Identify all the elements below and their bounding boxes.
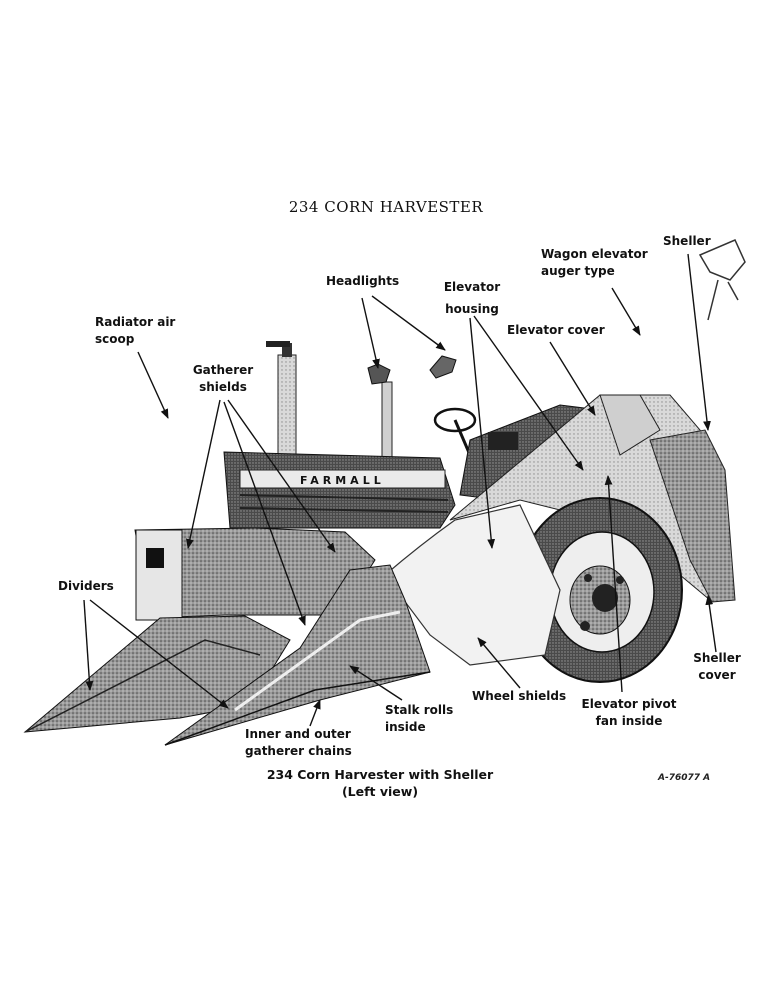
arrow-sheller [687, 253, 711, 431]
arrow-dividers-2 [89, 599, 229, 709]
label-stalk-rolls: Stalk rolls inside [385, 703, 454, 734]
figure-reference-number: A-76077 A [658, 773, 711, 783]
arrow-gatherer-shields-2 [223, 401, 306, 626]
steering-wheel [433, 407, 477, 456]
arrow-headlights-right [371, 295, 446, 351]
label-elevator-pivot: Elevator pivot fan inside [581, 697, 677, 728]
arrow-gatherer-shields-1 [186, 399, 221, 549]
figure-title: 234 CORN HARVESTER [288, 198, 484, 216]
arrow-headlights-left [361, 297, 380, 369]
label-radiator-air-scoop: Radiator air scoop [95, 315, 176, 346]
label-gatherer-chains: Inner and outer gatherer chains [245, 727, 352, 758]
label-sheller: Sheller [663, 234, 711, 248]
label-dividers: Dividers [58, 579, 114, 593]
arrow-elevator-pivot [604, 475, 623, 693]
exhaust-stack [266, 341, 297, 456]
tractor-hood: FARMALL [223, 451, 456, 529]
arrow-elevator-housing-1 [469, 317, 496, 549]
label-arrows [83, 253, 717, 727]
arrow-radiator-scoop [137, 351, 169, 419]
arrow-elevator-housing-2 [473, 315, 584, 471]
arrow-wheel-shields [477, 637, 521, 689]
arrow-sheller-cover [705, 595, 717, 653]
label-sheller-cover: Sheller cover [693, 651, 741, 682]
arrow-elevator-cover [549, 341, 596, 416]
label-wheel-shields: Wheel shields [472, 689, 567, 703]
figure-caption: 234 Corn Harvester with Sheller (Left vi… [250, 766, 510, 800]
headlight-right [429, 355, 457, 379]
label-gatherer-shields: Gatherer shields [192, 363, 254, 394]
caption-line-2: (Left view) [341, 784, 419, 799]
headlight-left [367, 363, 391, 385]
label-elevator-cover: Elevator cover [507, 323, 605, 337]
caption-line-1: 234 Corn Harvester with Sheller [266, 767, 494, 782]
air-intake-pipe [381, 381, 393, 458]
label-elevator-housing: Elevator housing [443, 280, 501, 316]
wheel-shield [384, 504, 561, 666]
rear-wheel [517, 497, 683, 683]
label-wagon-elevator: Wagon elevator auger type [541, 247, 648, 278]
arrow-gatherer-chains [309, 699, 321, 727]
divider-right [164, 564, 431, 746]
arrow-dividers-1 [83, 599, 94, 691]
arrow-wagon-elevator [611, 287, 641, 336]
label-headlights: Headlights [326, 274, 400, 288]
arrow-gatherer-shields-3 [227, 399, 336, 553]
farmall-emblem: FARMALL [300, 474, 385, 487]
arrow-stalk-rolls [349, 665, 403, 701]
